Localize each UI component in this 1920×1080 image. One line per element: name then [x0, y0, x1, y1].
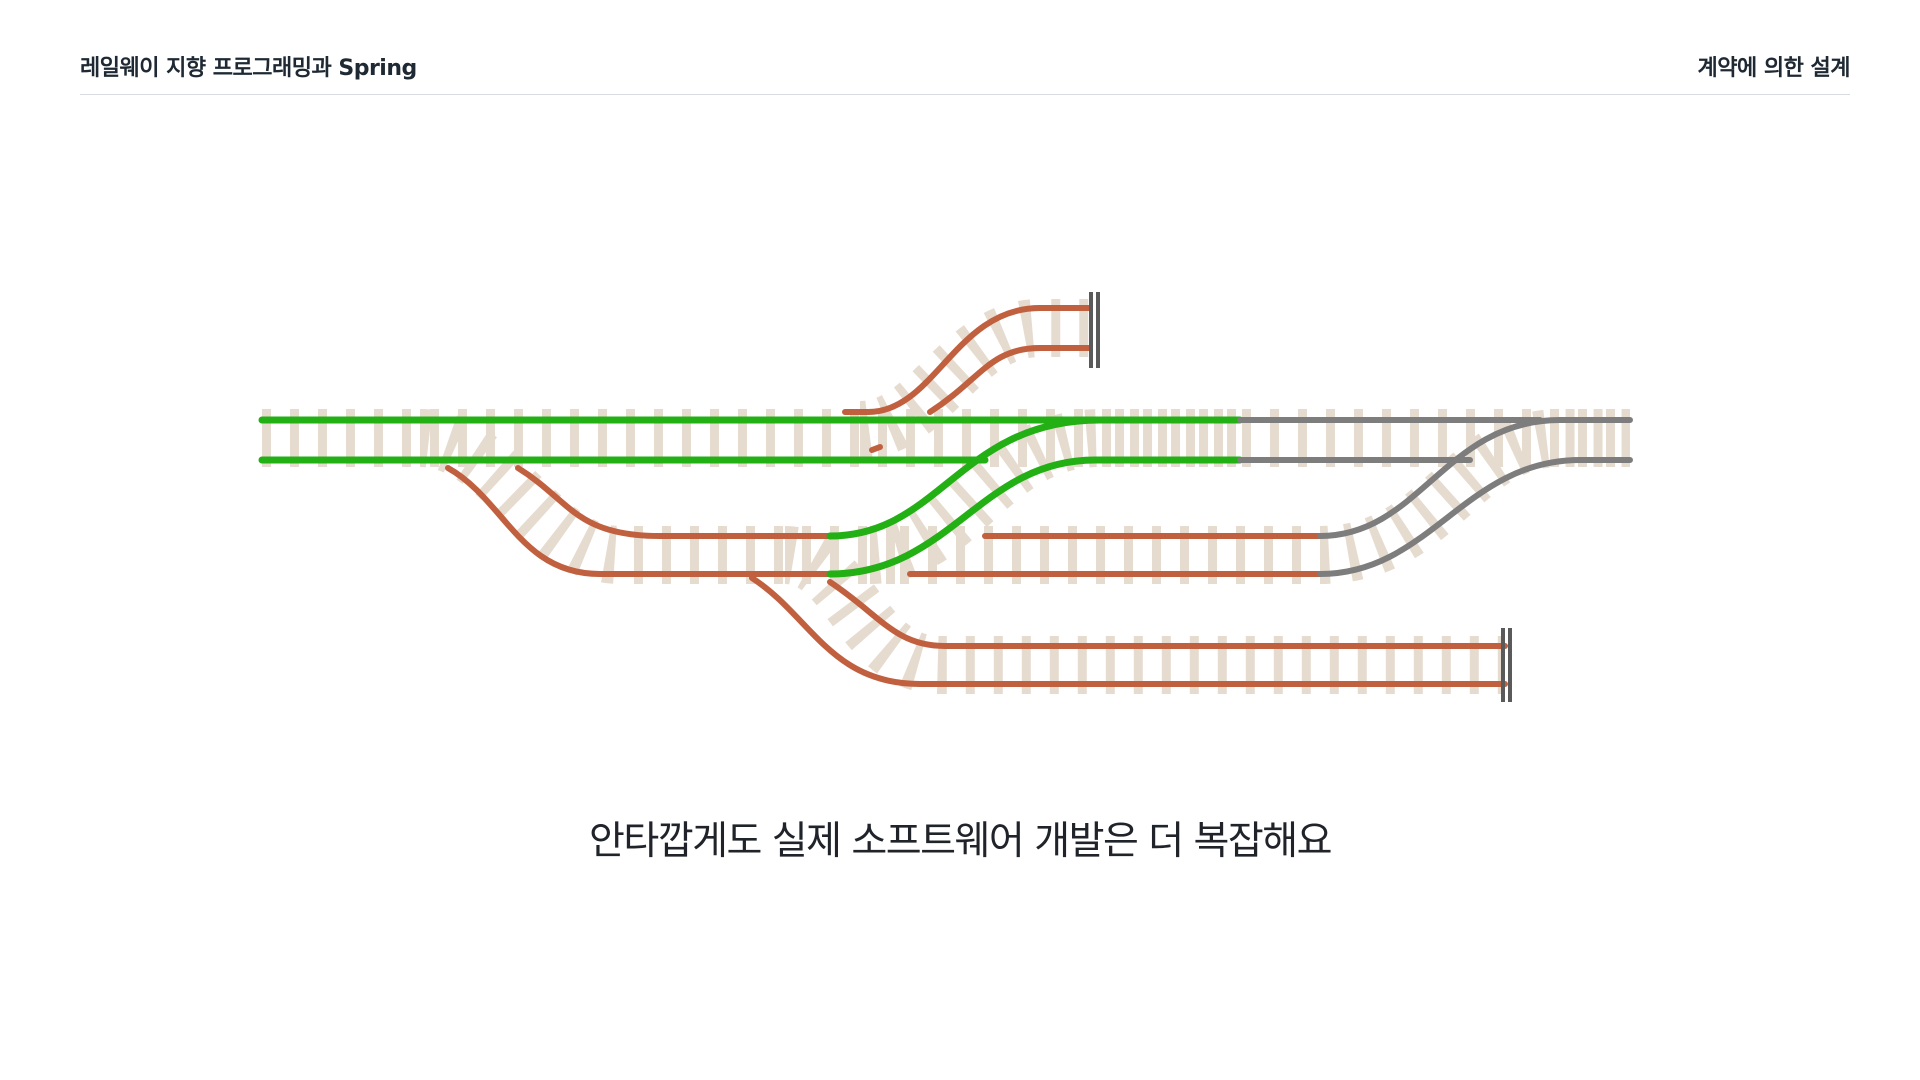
- green-crossover-rail-bottom: [826, 456, 1244, 578]
- buffer-stops: [1089, 292, 1512, 702]
- section-title: 계약에 의한 설계: [1697, 56, 1851, 81]
- gray-rails: [1237, 417, 1633, 577]
- brown-rails: [445, 305, 1508, 687]
- upper-branch-rail-top: [842, 305, 1093, 415]
- slide-caption: 안타깝게도 실제 소프트웨어 개발은 더 복잡해요: [588, 819, 1333, 864]
- left-drop-ties: [417, 409, 900, 584]
- presentation-title: 레일웨이 지향 프로그래밍과 Spring: [80, 56, 417, 81]
- left-drop-rail-bottom: [445, 465, 833, 577]
- green-crossover-rail-top: [826, 416, 1104, 540]
- left-drop-rail-top: [515, 465, 833, 539]
- lower-branch-rail-top: [827, 579, 1508, 649]
- green-route-rails: [258, 416, 1244, 578]
- slide-header: 레일웨이 지향 프로그래밍과 Spring 계약에 의한 설계: [80, 46, 1850, 95]
- gray-right-branch-rail-bottom: [1317, 457, 1633, 577]
- track-ties: [262, 299, 1630, 694]
- upper-branch-rail-stub: [869, 444, 883, 453]
- lower-bumper-icon: [1501, 628, 1512, 702]
- lower-branch-rail-bottom: [749, 575, 1508, 687]
- gray-right-branch-rail-top: [1317, 417, 1633, 539]
- upper-bumper-icon: [1089, 292, 1100, 368]
- crossover-ties: [868, 409, 1240, 584]
- upper-branch-rail-bottom: [927, 345, 1093, 415]
